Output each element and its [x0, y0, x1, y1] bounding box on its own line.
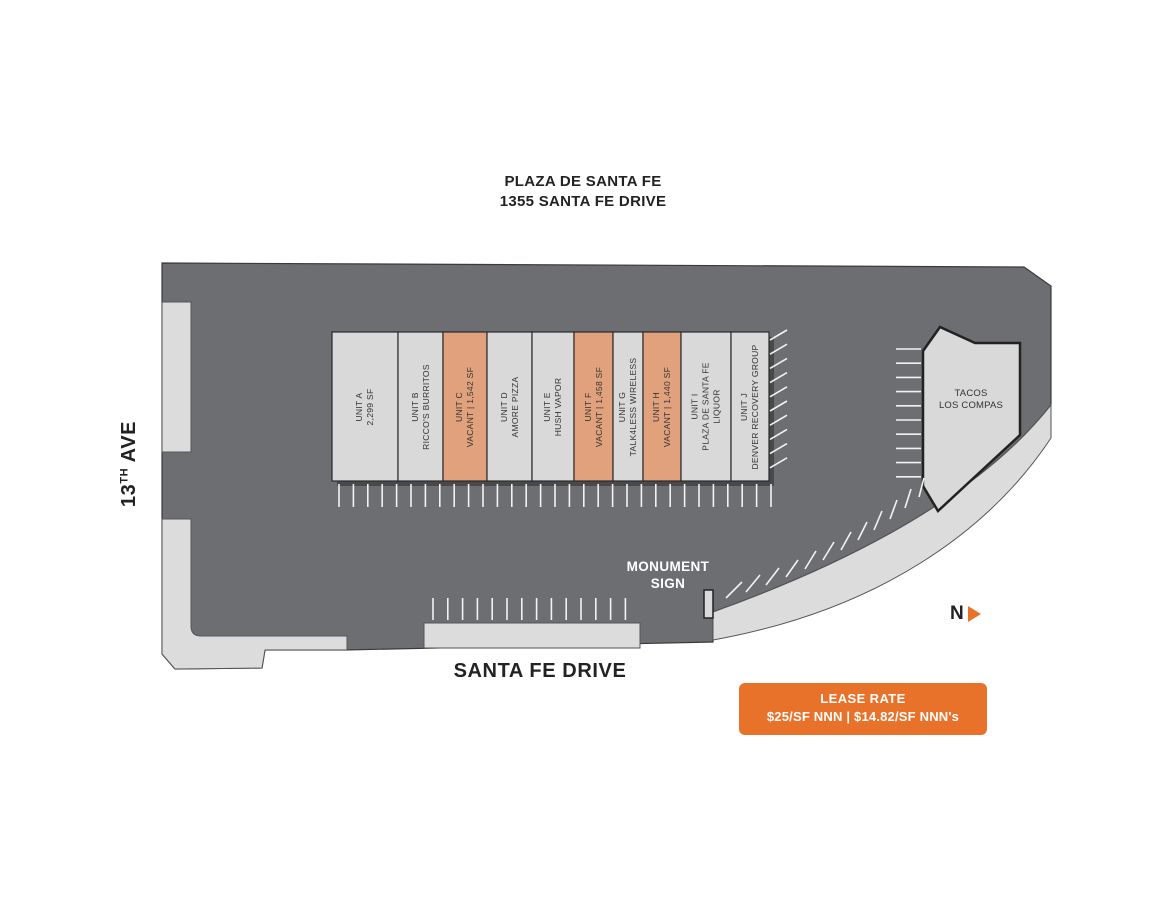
unit-line2: DENVER RECOVERY GROUP: [750, 344, 760, 470]
parking-stripe-75: [904, 488, 912, 509]
parking-stripe-69: [804, 550, 817, 570]
parking-stripe-72: [857, 521, 868, 541]
parking-stripe-76: [918, 477, 925, 498]
north-label: N: [950, 603, 964, 624]
unit-line3: LIQUOR: [711, 389, 722, 424]
parking-stripe-37: [769, 414, 788, 426]
parking-stripe-70: [822, 541, 835, 561]
unit-line2: RICCO'S BURRITOS: [420, 363, 431, 450]
unit-block-i: [680, 331, 732, 482]
road-label-santa-fe-drive: SANTA FE DRIVE: [453, 660, 627, 682]
unit-line2: VACANT | 1,440 SF: [662, 366, 672, 447]
parking-stripe-38: [769, 428, 788, 441]
unit-block-e: [531, 331, 575, 482]
unit-line1: UNIT D: [498, 391, 509, 422]
lease-rate-box: LEASE RATE $25/SF NNN | $14.82/SF NNN's: [739, 683, 987, 735]
parking-stripe-40: [769, 457, 788, 469]
north-arrow-icon: [967, 606, 981, 622]
site-address: 1355 SANTA FE DRIVE: [499, 193, 667, 210]
parking-stripe-36: [769, 400, 788, 412]
road-west-type: AVE: [118, 420, 140, 463]
road-west-suffix: TH: [118, 467, 131, 484]
road-west-number: 13: [118, 483, 140, 508]
pad-tenant-line1: TACOS: [954, 388, 988, 399]
lease-rate-title: LEASE RATE: [820, 691, 906, 706]
pad-tenant-label: TACOS LOS COMPAS: [931, 388, 1011, 412]
unit-line2: 2,299 SF: [365, 388, 375, 425]
parking-stripe-33: [769, 357, 788, 370]
site-name: PLAZA DE SANTA FE: [504, 173, 662, 190]
parking-stripe-39: [769, 442, 788, 455]
west-island-upper: [161, 301, 192, 453]
monument-sign-line2: SIGN: [650, 576, 686, 591]
monument-sign-label: MONUMENT SIGN: [604, 558, 732, 592]
unit-block-c: [442, 331, 488, 482]
unit-line2: VACANT | 1,458 SF: [593, 366, 604, 447]
pad-building-tacos-los-compas: [921, 325, 1022, 513]
site-title: PLAZA DE SANTA FE 1355 SANTA FE DRIVE: [383, 172, 783, 212]
unit-line1: UNIT H: [651, 391, 661, 422]
monument-sign: [703, 589, 714, 619]
parking-stripe-34: [769, 371, 788, 384]
unit-line2: AMORE PIZZA: [509, 376, 520, 437]
parking-stripe-68: [785, 559, 799, 578]
unit-line1: UNIT J: [739, 392, 749, 421]
unit-block-j: [730, 331, 770, 482]
parking-stripe-74: [889, 499, 898, 520]
unit-line1: UNIT E: [542, 391, 552, 422]
unit-line1: UNIT B: [409, 391, 420, 422]
unit-line2: HUSH VAPOR: [553, 377, 563, 436]
unit-line1: UNIT F: [582, 391, 593, 422]
unit-line1: UNIT A: [354, 391, 364, 422]
monument-sign-line1: MONUMENT: [626, 559, 710, 574]
unit-block-d: [486, 331, 533, 482]
unit-block-h: [642, 331, 682, 482]
parking-stripes: [338, 329, 925, 620]
unit-line1: UNIT C: [454, 391, 464, 422]
parking-stripe-65: [725, 581, 743, 599]
unit-block-a: [331, 331, 399, 482]
parking-stripe-32: [769, 343, 788, 355]
unit-line1: UNIT I: [689, 393, 700, 420]
parking-stripe-35: [769, 386, 788, 398]
parking-stripe-73: [873, 510, 883, 531]
curved-sidewalk: [712, 403, 1052, 641]
unit-line2: TALK4LESS WIRELESS: [628, 357, 638, 456]
unit-line1: UNIT G: [617, 391, 627, 422]
west-island-lower: [161, 518, 348, 670]
road-label-13th-ave: 13TH AVE: [118, 374, 141, 554]
south-island: [423, 622, 641, 649]
parking-stripe-31: [769, 329, 788, 341]
parking-stripe-66: [745, 574, 761, 593]
unit-line2: VACANT | 1,542 SF: [465, 366, 475, 447]
unit-block-b: [397, 331, 444, 482]
north-indicator: N: [950, 602, 981, 626]
unit-blocks: [331, 331, 770, 482]
unit-block-g: [612, 331, 644, 482]
parking-stripe-71: [840, 531, 852, 551]
unit-line2: PLAZA DE SANTA FE: [700, 362, 711, 451]
pad-tenant-line2: LOS COMPAS: [938, 400, 1004, 411]
parking-stripe-67: [765, 567, 780, 586]
lease-rate-value: $25/SF NNN | $14.82/SF NNN's: [766, 709, 960, 724]
